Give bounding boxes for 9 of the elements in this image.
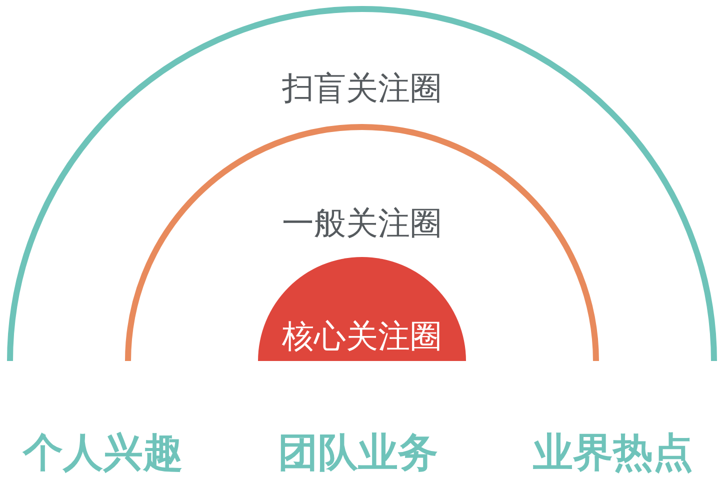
category-label: 团队业务 [278, 430, 438, 476]
core-semicircle [258, 257, 466, 361]
outer-ring-arc [7, 6, 717, 361]
category-label: 业界热点 [533, 430, 693, 476]
circle-label: 扫盲关注圈 [282, 70, 442, 107]
category-label: 个人兴趣 [23, 430, 183, 476]
circle-label: 核心关注圈 [282, 318, 442, 355]
circle-label: 一般关注圈 [282, 205, 442, 242]
middle-ring-arc [125, 124, 599, 361]
